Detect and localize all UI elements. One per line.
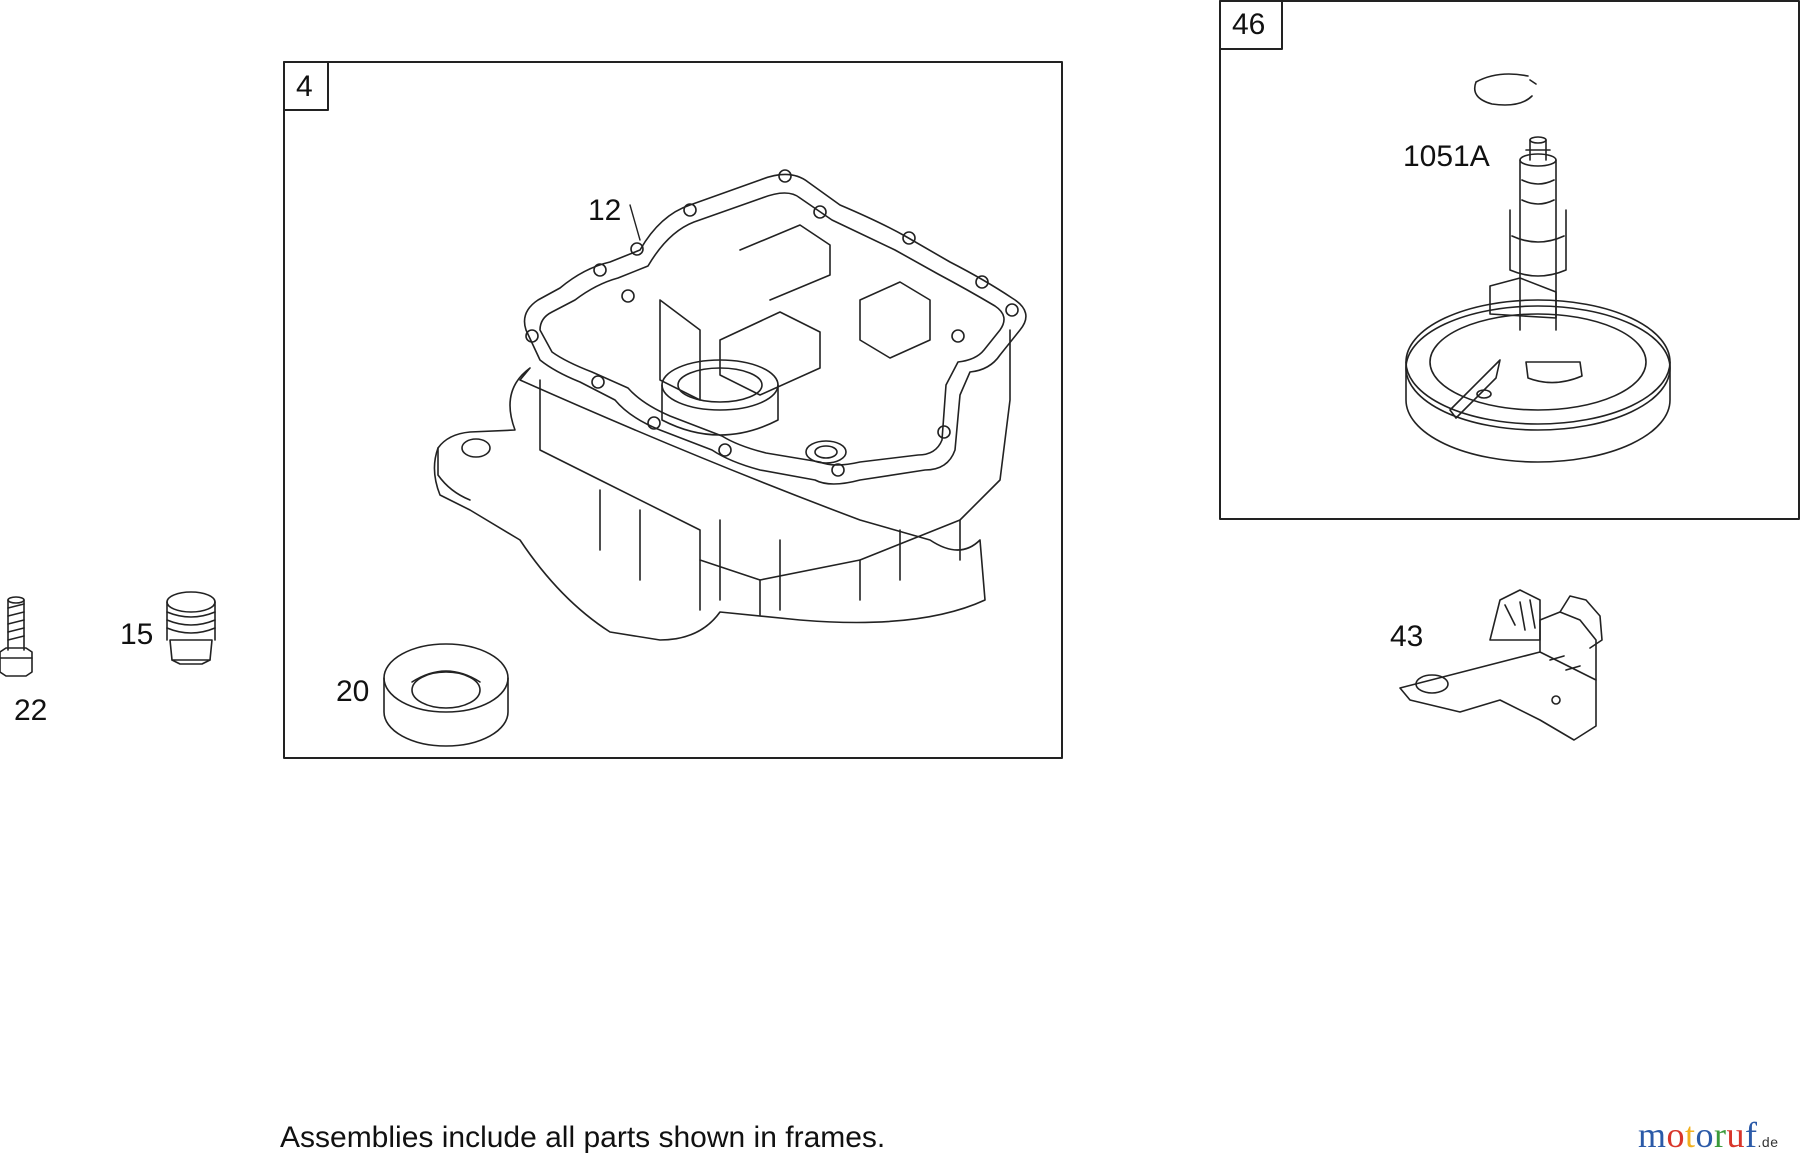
callout-1051a: 1051A xyxy=(1403,140,1490,173)
governor-drawing xyxy=(1399,589,1603,741)
frame-4-box xyxy=(283,61,1063,759)
callout-43: 43 xyxy=(1390,620,1424,653)
logo-letter: o xyxy=(1666,1115,1686,1155)
logo-letter: o xyxy=(1695,1115,1715,1155)
frame-46-box xyxy=(1219,0,1800,520)
callout-12: 12 xyxy=(588,194,622,227)
frame-46-label: 46 xyxy=(1232,8,1266,41)
camshaft-drawing xyxy=(1405,73,1671,463)
logo-letter: f xyxy=(1745,1115,1758,1155)
watermark-logo: motoruf.de xyxy=(1638,1114,1779,1156)
sump-cover-drawing xyxy=(433,169,1027,641)
callout-22: 22 xyxy=(14,694,48,727)
plug-drawing xyxy=(166,591,216,665)
logo-letter: m xyxy=(1638,1115,1667,1155)
logo-letters: motoruf xyxy=(1638,1115,1758,1155)
callout-20: 20 xyxy=(336,675,370,708)
logo-letter: u xyxy=(1726,1115,1746,1155)
logo-letter: r xyxy=(1714,1115,1727,1155)
assembly-note: Assemblies include all parts shown in fr… xyxy=(280,1121,886,1154)
callout-15: 15 xyxy=(120,618,154,651)
logo-letter: t xyxy=(1685,1115,1696,1155)
oil-seal-drawing xyxy=(383,643,509,747)
frame-4-label: 4 xyxy=(296,70,313,103)
logo-suffix: .de xyxy=(1757,1134,1779,1150)
bolt-drawing xyxy=(0,596,33,677)
